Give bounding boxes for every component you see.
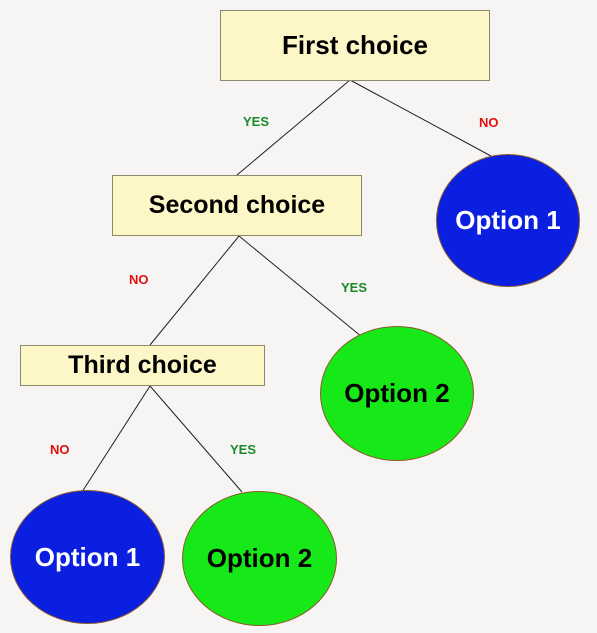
- edge-third-to-option2-bottom: [149, 385, 243, 493]
- edge-first-to-second: [236, 79, 351, 176]
- edge-third-to-option1-bottom: [81, 385, 151, 493]
- option1-bottom-node: Option 1: [10, 490, 165, 624]
- option2-bottom-node: Option 2: [182, 491, 337, 626]
- edge-label-second-no: NO: [129, 272, 149, 287]
- edge-label-first-yes: YES: [243, 114, 270, 129]
- edge-label-third-yes: YES: [230, 442, 257, 457]
- option2-mid-node: Option 2: [320, 326, 474, 461]
- second-choice-node: Second choice: [112, 175, 362, 236]
- edge-second-to-option2-mid: [238, 235, 363, 338]
- edge-label-second-yes: YES: [341, 280, 368, 295]
- first-choice-node: First choice: [220, 10, 490, 81]
- third-choice-node: Third choice: [20, 345, 265, 386]
- edge-label-third-no: NO: [50, 442, 70, 457]
- edge-first-to-option1-top: [349, 79, 492, 157]
- edge-label-first-no: NO: [479, 115, 499, 130]
- edge-second-to-third: [149, 235, 240, 346]
- option1-top-node: Option 1: [436, 154, 580, 287]
